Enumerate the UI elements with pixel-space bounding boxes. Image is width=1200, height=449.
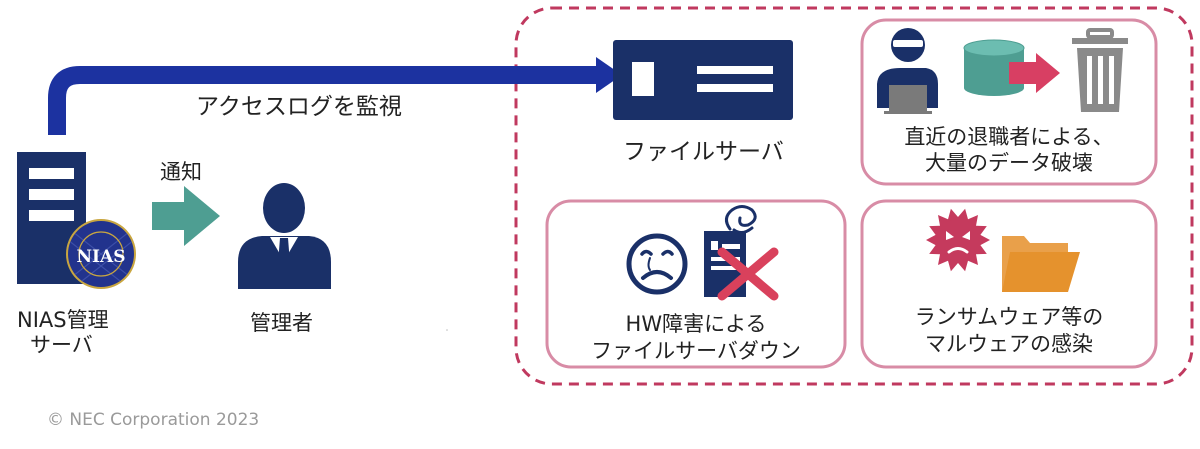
delete-arrow — [1009, 53, 1060, 93]
nias-badge-label: NIAS — [77, 247, 126, 267]
access-log-label: アクセスログを監視 — [196, 94, 402, 120]
threat-insider-label-line1: 直近の退職者による、 — [904, 125, 1114, 149]
folder-icon — [1002, 236, 1080, 292]
nias-server-label-line1: NIAS管理 — [17, 308, 109, 332]
trash-can-icon — [1072, 28, 1128, 112]
access-log-arrow — [48, 57, 622, 135]
sad-face-icon — [626, 233, 688, 295]
nias-server-label-line2: サーバ — [30, 333, 93, 357]
threat-box-hw-failure — [545, 199, 847, 369]
threat-insider-label-line2: 大量のデータ破壊 — [925, 151, 1093, 175]
stray-dot — [446, 329, 448, 331]
copyright: © NEC Corporation 2023 — [47, 410, 260, 430]
virus-icon — [926, 208, 990, 272]
threat-hw-label-line1: HW障害による — [625, 312, 767, 336]
threat-ransomware-label-line2: マルウェアの感染 — [925, 332, 1093, 356]
hacker-at-laptop-icon — [877, 28, 938, 114]
nias-badge-icon: NIAS — [66, 219, 136, 289]
threat-hw-label-line2: ファイルサーバダウン — [591, 339, 801, 363]
smoking-server-icon — [704, 205, 779, 301]
file-server-label: ファイルサーバ — [623, 139, 784, 165]
administrator-person-icon — [238, 183, 331, 289]
notify-label: 通知 — [160, 160, 202, 184]
file-server-icon — [613, 40, 793, 120]
threat-ransomware-label-line1: ランサムウェア等の — [914, 305, 1104, 329]
admin-label: 管理者 — [250, 311, 313, 335]
notify-arrow — [152, 186, 220, 246]
